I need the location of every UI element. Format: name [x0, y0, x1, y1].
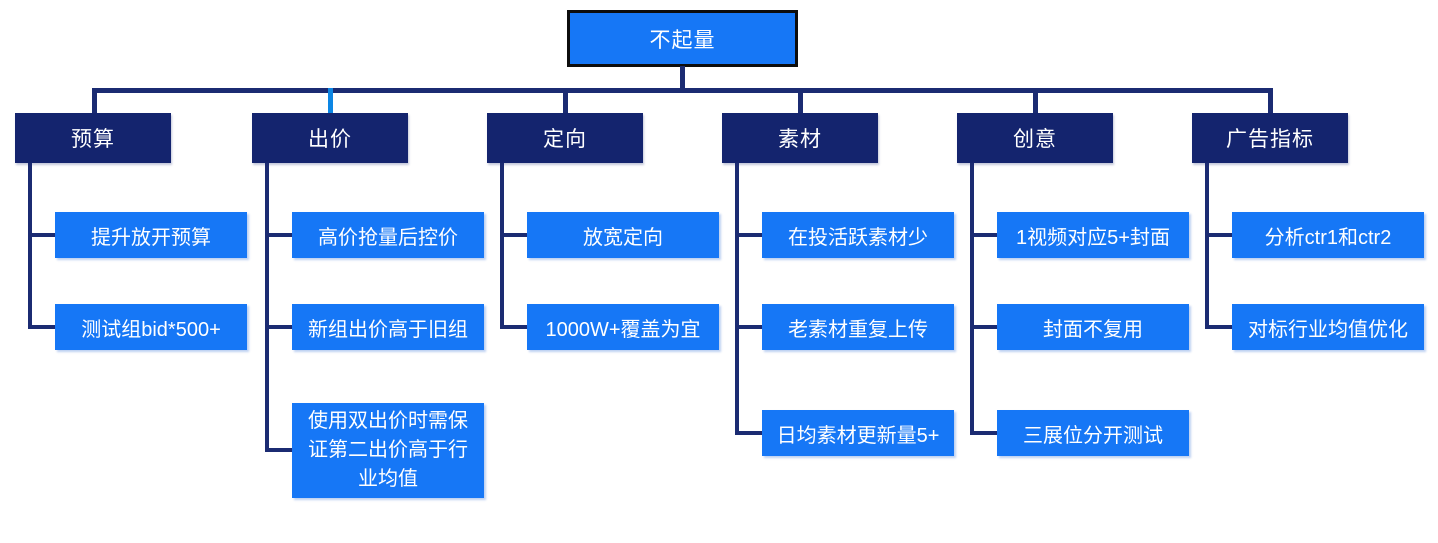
connector-line [970, 325, 997, 329]
leaf-node[interactable]: 使用双出价时需保证第二出价高于行业均值 [292, 403, 484, 498]
connector-line [500, 233, 527, 237]
branch-node-targeting[interactable]: 定向 [487, 113, 643, 163]
branch-drop-line [92, 88, 97, 113]
leaf-node[interactable]: 测试组bid*500+ [55, 304, 247, 350]
branch-node-creative[interactable]: 创意 [957, 113, 1113, 163]
leaf-node[interactable]: 新组出价高于旧组 [292, 304, 484, 350]
connector-line [28, 163, 32, 329]
leaf-node[interactable]: 1000W+覆盖为宜 [527, 304, 719, 350]
branch-drop-line [1268, 88, 1273, 113]
top-connector-line [93, 88, 1272, 93]
branch-drop-line [563, 88, 568, 113]
connector-line [735, 431, 762, 435]
branch-drop-line-accent [328, 88, 333, 113]
connector-line [735, 233, 762, 237]
branch-node-ad-metrics[interactable]: 广告指标 [1192, 113, 1348, 163]
leaf-node[interactable]: 提升放开预算 [55, 212, 247, 258]
leaf-node[interactable]: 1视频对应5+封面 [997, 212, 1189, 258]
branch-drop-line [1033, 88, 1038, 113]
connector-line [500, 325, 527, 329]
leaf-node[interactable]: 老素材重复上传 [762, 304, 954, 350]
connector-line [1205, 325, 1232, 329]
connector-line [500, 163, 504, 329]
connector-line [28, 325, 55, 329]
connector-line [1205, 163, 1209, 329]
connector-line [735, 325, 762, 329]
connector-line [970, 233, 997, 237]
leaf-node[interactable]: 放宽定向 [527, 212, 719, 258]
branch-node-bidding[interactable]: 出价 [252, 113, 408, 163]
connector-line [265, 233, 292, 237]
branch-drop-line [798, 88, 803, 113]
connector-line [265, 325, 292, 329]
leaf-node[interactable]: 在投活跃素材少 [762, 212, 954, 258]
leaf-node[interactable]: 三展位分开测试 [997, 410, 1189, 456]
leaf-node[interactable]: 封面不复用 [997, 304, 1189, 350]
connector-line [735, 163, 739, 435]
connector-line [970, 163, 974, 435]
root-node[interactable]: 不起量 [567, 10, 798, 67]
branch-node-budget[interactable]: 预算 [15, 113, 171, 163]
leaf-node[interactable]: 分析ctr1和ctr2 [1232, 212, 1424, 258]
connector-line [265, 163, 269, 452]
leaf-node[interactable]: 对标行业均值优化 [1232, 304, 1424, 350]
connector-line [265, 448, 292, 452]
leaf-node[interactable]: 高价抢量后控价 [292, 212, 484, 258]
connector-line [970, 431, 997, 435]
connector-line [1205, 233, 1232, 237]
connector-line [28, 233, 55, 237]
root-connector-line [680, 66, 685, 90]
branch-node-materials[interactable]: 素材 [722, 113, 878, 163]
leaf-node[interactable]: 日均素材更新量5+ [762, 410, 954, 456]
